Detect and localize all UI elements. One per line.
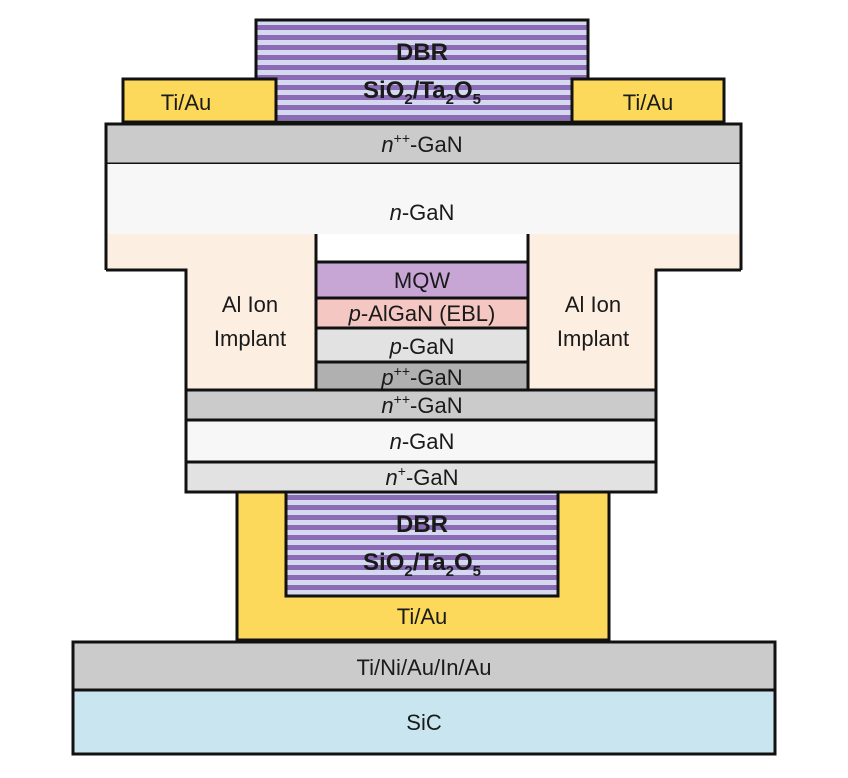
top-left-contact: [121, 77, 278, 124]
top-dbr-layer: [254, 18, 590, 124]
top-n-gan-layer: [106, 164, 741, 234]
bottom-dbr-material-label: SiO2/Ta2O5: [363, 549, 481, 580]
p-gan-label: p-GaN: [389, 334, 455, 359]
bottom-dbr-layer: [284, 490, 560, 598]
ppp-gan-label: p++-GaN: [380, 363, 462, 390]
top-n-gan-label: n-GaN: [390, 200, 455, 225]
bottom-dbr-label: DBR: [396, 511, 448, 538]
bond-metal-label: Ti/Ni/Au/In/Au: [357, 655, 492, 680]
mqw-layer: [314, 260, 530, 300]
top-right-contact: [570, 77, 726, 124]
sic-label: SiC: [406, 710, 442, 735]
top-left-contact-label: Ti/Au: [161, 90, 212, 115]
sic-substrate: [71, 688, 777, 756]
al-implant-region: [106, 234, 741, 390]
bottom-contact-label: Ti/Au: [397, 604, 448, 629]
bottom-n-gan-label: n-GaN: [390, 429, 455, 454]
left-implant-label-1: Al Ion: [222, 292, 278, 317]
top-right-contact-label: Ti/Au: [623, 90, 674, 115]
mqw-label: MQW: [394, 268, 450, 293]
right-implant-label-2: Implant: [557, 326, 629, 351]
ebl-label: p-AlGaN (EBL): [348, 301, 496, 326]
ebl-layer: [314, 296, 530, 330]
np-gan-label: n+-GaN: [386, 463, 459, 490]
right-implant-label-1: Al Ion: [565, 292, 621, 317]
bottom-npp-gan-label: n++-GaN: [381, 391, 462, 418]
np-gan-layer: [184, 460, 658, 494]
top-dbr-label: DBR: [396, 39, 448, 66]
top-npp-gan-label: n++-GaN: [381, 130, 462, 157]
bottom-npp-gan-layer: [184, 388, 658, 422]
left-implant-label-2: Implant: [214, 326, 286, 351]
p-gan-layer: [314, 326, 530, 364]
bottom-n-gan-layer: [184, 418, 658, 464]
top-dbr-material-label: SiO2/Ta2O5: [363, 77, 481, 108]
ppp-gan-layer: [314, 360, 530, 392]
